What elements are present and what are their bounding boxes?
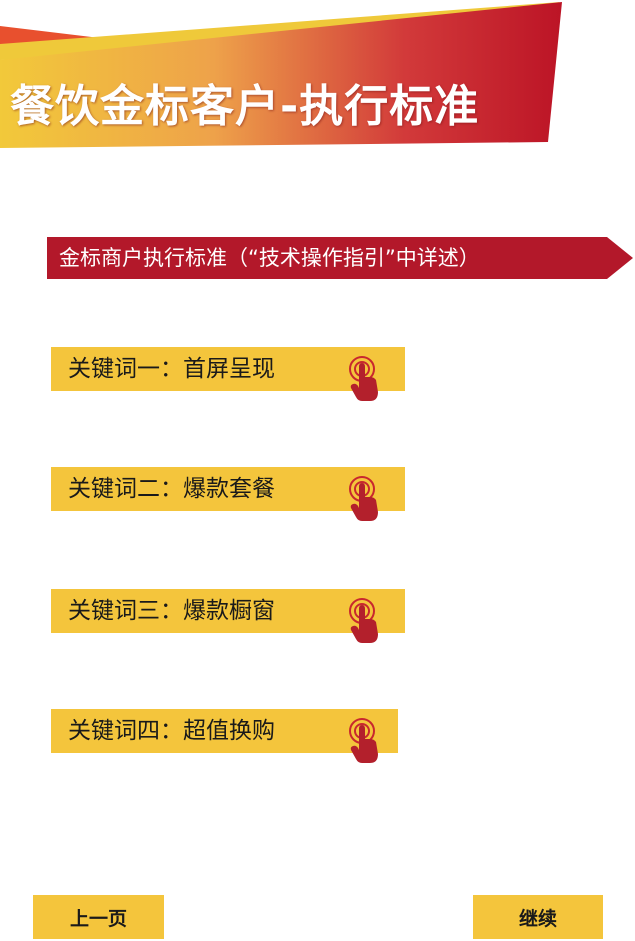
keyword-label: 关键词三：爆款橱窗 <box>68 598 275 624</box>
keyword-label: 关键词二：爆款套餐 <box>68 476 275 502</box>
keyword-button-3[interactable]: 关键词三：爆款橱窗 <box>51 589 405 643</box>
prev-page-button[interactable]: 上一页 <box>33 895 164 939</box>
continue-button[interactable]: 继续 <box>473 895 603 939</box>
keyword-button-4[interactable]: 关键词四：超值换购 <box>51 709 398 763</box>
subtitle-banner: 金标商户执行标准（“技术操作指引”中详述） <box>47 237 633 279</box>
keyword-button-2[interactable]: 关键词二：爆款套餐 <box>51 467 405 521</box>
keyword-label: 关键词一：首屏呈现 <box>68 356 275 382</box>
hand-pointer-icon <box>349 598 378 643</box>
keyword-button-1[interactable]: 关键词一：首屏呈现 <box>51 347 405 401</box>
keyword-label: 关键词四：超值换购 <box>68 718 275 744</box>
subtitle-text: 金标商户执行标准（“技术操作指引”中详述） <box>59 246 480 270</box>
header-banner <box>0 2 562 148</box>
hand-pointer-icon <box>349 718 378 763</box>
hand-pointer-icon <box>349 476 378 521</box>
page-title: 餐饮金标客户-执行标准 <box>10 81 480 132</box>
hand-pointer-icon <box>349 356 378 401</box>
